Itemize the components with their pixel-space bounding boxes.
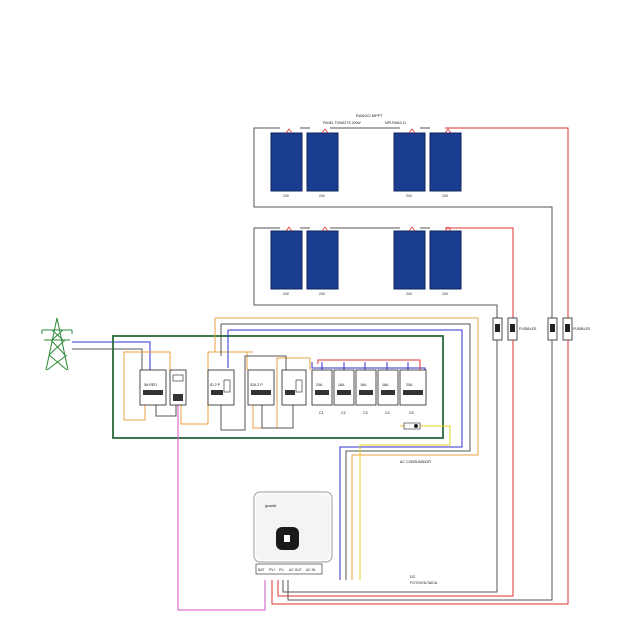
solar-panel: 24V <box>270 230 303 296</box>
svg-text:C5: C5 <box>409 411 414 415</box>
svg-text:AC IN: AC IN <box>306 568 316 572</box>
solar-panel: 24V <box>270 132 303 198</box>
breaker-c1[interactable]: 20A C1 <box>311 369 333 415</box>
grid-tower-icon <box>41 317 73 371</box>
breaker-surge[interactable] <box>281 369 307 406</box>
svg-text:24V: 24V <box>283 194 290 198</box>
svg-text:16A: 16A <box>360 383 367 387</box>
fuses-label-right: FUSIBLES <box>573 327 591 331</box>
svg-text:24V: 24V <box>406 194 413 198</box>
svg-text:24V: 24V <box>283 292 290 296</box>
circuit-breakers: 20A C1 16A C2 16A C3 16A C4 20A C5 <box>311 369 427 415</box>
breaker-2p[interactable]: ID 2 P <box>207 369 235 406</box>
svg-text:24V: 24V <box>442 292 449 296</box>
array-wiring <box>253 127 569 320</box>
solar-panel: 24V <box>393 132 426 198</box>
solar-panel: 24V <box>306 132 339 198</box>
svg-text:20A: 20A <box>316 383 323 387</box>
svg-text:PV-: PV- <box>279 568 284 572</box>
svg-text:C1: C1 <box>319 411 324 415</box>
fuse-group-right: FUSIBLES <box>547 317 591 341</box>
earth-terminal <box>403 422 421 430</box>
panel-row-2: 24V 24V 24V 24V <box>270 226 462 296</box>
svg-text:PV+: PV+ <box>269 568 276 572</box>
board-wiring <box>123 317 479 611</box>
breaker-32a[interactable]: 32A 2 P <box>247 369 275 406</box>
panel-row-1: 24V 24V 24V 24V <box>270 128 462 198</box>
svg-text:24V: 24V <box>319 292 326 296</box>
breaker-c2[interactable]: 16A C2 <box>333 369 355 415</box>
svg-text:C2: C2 <box>341 411 346 415</box>
grid-feed <box>72 341 151 370</box>
svg-text:BAT: BAT <box>258 568 264 572</box>
svg-text:20A: 20A <box>406 383 413 387</box>
panel-model-label: PANEL TOWATTS 200W <box>323 121 361 125</box>
dc-wiring <box>271 340 569 605</box>
breaker-c3[interactable]: 16A C3 <box>355 369 377 415</box>
dc-label: DC <box>410 575 416 579</box>
inverter-brand: growatt <box>265 504 276 508</box>
svg-text:16A: 16A <box>382 383 389 387</box>
solar-panel: 24V <box>306 230 339 296</box>
fuse-group-left: FUSIBLES <box>492 317 537 341</box>
svg-text:24V: 24V <box>319 194 326 198</box>
svg-text:ID 2 P: ID 2 P <box>210 383 221 387</box>
fuses-label-left: FUSIBLES <box>519 327 537 331</box>
breaker-c4[interactable]: 16A C4 <box>377 369 399 415</box>
breaker-main[interactable]: 5A RED <box>139 369 167 406</box>
inverter-terminal-strip <box>255 563 323 575</box>
solar-panel: 24V <box>393 230 426 296</box>
svg-text:16A: 16A <box>338 383 345 387</box>
solar-panel: 24V <box>429 230 462 296</box>
mppt-range-title: RANGO MPPT <box>356 113 383 118</box>
breaker-differential[interactable] <box>169 369 187 406</box>
svg-text:AC OUT: AC OUT <box>289 568 302 572</box>
svg-text:C4: C4 <box>385 411 390 415</box>
svg-text:32A 2 P: 32A 2 P <box>250 383 263 387</box>
pv-label: FOTOVOLTAICA <box>410 581 438 585</box>
ac-consumer-label: AC CONSUMIDOR <box>400 460 431 464</box>
svg-text:24V: 24V <box>406 292 413 296</box>
breaker-c5[interactable]: 20A C5 <box>399 369 427 415</box>
svg-text:C3: C3 <box>363 411 368 415</box>
distribution-board <box>112 335 444 439</box>
mppt-model-label: MPI-RMA0.11 <box>385 121 406 125</box>
inverter: growatt BAT PV+ PV- AC OUT AC IN <box>253 491 333 575</box>
solar-panel: 24V <box>429 132 462 198</box>
svg-text:5A RED: 5A RED <box>144 383 157 387</box>
svg-text:24V: 24V <box>442 194 449 198</box>
